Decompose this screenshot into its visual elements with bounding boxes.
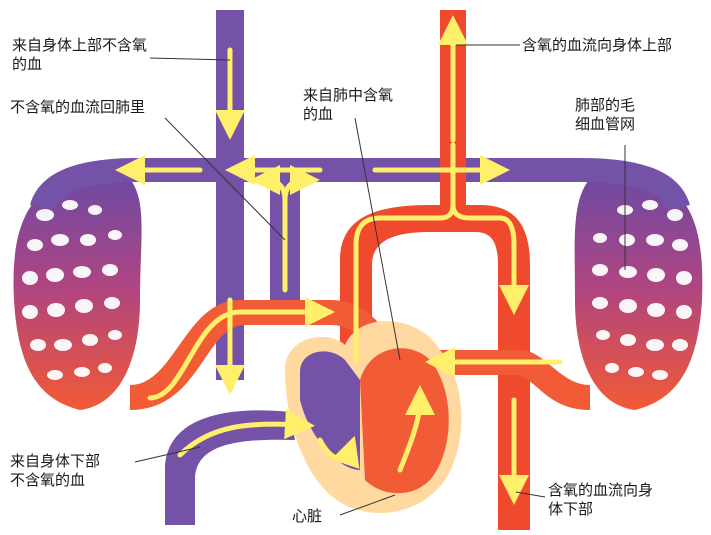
label-upper-body-deoxygenated: 来自身体上部不含氧 的血 <box>12 36 147 74</box>
label-deoxygenated-to-lungs: 不含氧的血流回肺里 <box>10 98 145 117</box>
label-oxygenated-to-lower-body: 含氧的血流向身 体下部 <box>548 481 653 519</box>
label-oxygenated-from-lungs: 来自肺中含氧 的血 <box>303 86 393 124</box>
label-heart: 心脏 <box>292 507 322 526</box>
left-lung-capillaries <box>14 170 142 410</box>
label-oxygenated-to-upper-body: 含氧的血流向身体上部 <box>522 36 672 55</box>
label-lower-body-deoxygenated: 来自身体下部 不含氧的血 <box>10 452 100 490</box>
label-lung-capillaries: 肺部的毛 细血管网 <box>575 96 635 134</box>
heart <box>285 321 461 513</box>
